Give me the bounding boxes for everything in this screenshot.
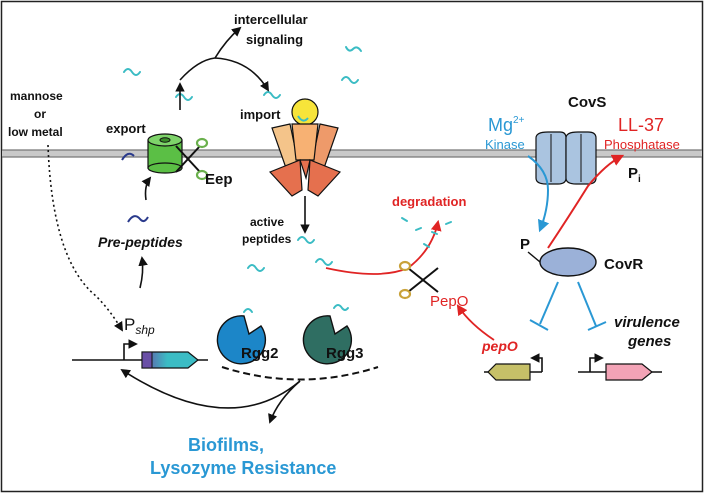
covr-repression (529, 281, 607, 331)
pre-peptides-label: Pre-peptides (98, 234, 183, 250)
virulence-label-1: virulence (614, 314, 680, 331)
pepo-gene-to-protein-arrow (456, 304, 495, 341)
ll37-label: LL-37 (618, 115, 664, 135)
mannose-label-2: or (34, 107, 46, 121)
phosphatase-label: Phosphatase (604, 137, 680, 152)
pepo-scissors-icon (398, 260, 439, 300)
active-peptides (243, 236, 349, 313)
pepo-gene-label: pepO (481, 338, 518, 354)
intercellular-label-1: intercellular (234, 12, 308, 27)
covr-icon (539, 247, 597, 277)
shp-gene (72, 339, 208, 369)
rgg2-icon (216, 315, 267, 365)
pepo-gene (484, 353, 543, 381)
import-label: import (240, 107, 281, 122)
intercellular-label-2: signaling (246, 32, 303, 47)
pre-to-export-arrow (141, 176, 152, 201)
active-peptides-label-1: active (250, 215, 284, 229)
pshp-label: Pshp (124, 315, 155, 337)
rgg3-label: Rgg3 (326, 345, 364, 362)
kinase-label: Kinase (485, 137, 525, 152)
lysozyme-label: Lysozyme Resistance (150, 458, 336, 478)
covr-label: CovR (604, 256, 643, 273)
mg-label: Mg2+ (488, 115, 525, 135)
gene-to-pre-arrow (138, 256, 148, 289)
active-peptides-label-2: peptides (242, 232, 292, 246)
export-import-arrows (175, 26, 269, 110)
mannose-signal-arrow (47, 144, 123, 332)
covs-label: CovS (568, 94, 606, 111)
biofilms-label: Biofilms, (188, 435, 264, 455)
mannose-label-3: low metal (8, 125, 63, 139)
rgg-bracket (221, 366, 379, 381)
covr-phospho-bond (527, 251, 541, 263)
kinase-arrow (527, 155, 550, 233)
covr-p-label: P (520, 236, 530, 253)
rgg-to-shp-arrow (120, 368, 301, 409)
degraded-peptides (401, 217, 452, 248)
cell-membrane (2, 149, 702, 158)
rgg3-icon (302, 315, 353, 365)
virulence-gene (578, 353, 662, 381)
mannose-label-1: mannose (10, 89, 63, 103)
pre-peptide-icon (127, 215, 149, 223)
pepo-protein-label: PepO (430, 293, 468, 310)
virulence-label-2: genes (627, 333, 671, 350)
export-channel-icon (147, 133, 183, 174)
scissors-icon (175, 137, 209, 181)
import-transporter-icon (268, 98, 342, 197)
rgg2-label: Rgg2 (241, 345, 279, 362)
pre-peptide-fragment (121, 152, 135, 161)
pi-label: Pi (628, 165, 641, 185)
promoter-arrow-icon (123, 339, 138, 360)
degradation-label: degradation (392, 194, 466, 209)
extracellular-peptides (123, 46, 362, 101)
rgg-to-biofilm-arrow (268, 380, 301, 424)
phosphatase-arrow (547, 154, 625, 249)
export-label: export (106, 121, 146, 136)
eep-label: Eep (205, 171, 233, 188)
